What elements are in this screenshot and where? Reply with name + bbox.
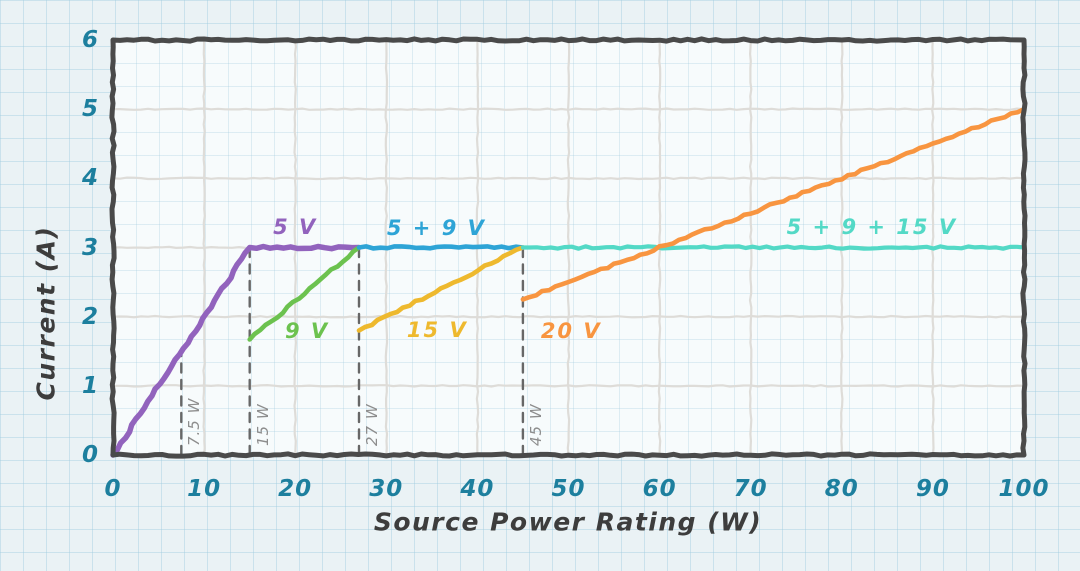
x-axis-title: Source Power Rating (W) [373, 507, 763, 537]
x-tick-label-70: 70 [733, 476, 768, 502]
y-tick-label-0: 0 [81, 442, 98, 468]
x-tick-label-100: 100 [998, 476, 1050, 502]
x-tick-label-30: 30 [369, 476, 404, 502]
series-label-5-9-v: 5 + 9 V [386, 216, 486, 241]
x-tick-label-60: 60 [642, 476, 677, 502]
y-tick-label-2: 2 [81, 303, 98, 330]
plot-svg [109, 36, 1028, 459]
x-tick-label-90: 90 [915, 476, 950, 502]
series-line-20-v [520, 106, 1027, 302]
series-label-5-9-15-v: 5 + 9 + 15 V [786, 214, 958, 239]
y-tick-label-6: 6 [81, 27, 98, 53]
series-label-15-v: 15 V [406, 317, 468, 342]
series-line-5-9-15-v [520, 244, 1027, 251]
plot-frame [109, 36, 1028, 459]
x-tick-label-50: 50 [551, 476, 586, 502]
series-line-9-v [247, 245, 362, 342]
y-tick-label-3: 3 [81, 234, 98, 261]
threshold-label-27-w: 27 W [362, 403, 381, 446]
series-label-20-v: 20 V [540, 319, 602, 344]
series-label-5-v: 5 V [273, 214, 318, 239]
threshold-label-15-w: 15 W [253, 403, 272, 446]
x-tick-label-40: 40 [460, 476, 495, 502]
y-tick-label-5: 5 [81, 96, 98, 123]
grid-line-v-10 [202, 38, 206, 457]
threshold-label-7-5-w: 7.5 W [185, 397, 204, 446]
plot-area [109, 36, 1028, 459]
series-label-9-v: 9 V [284, 318, 330, 343]
y-tick-label-1: 1 [81, 372, 98, 399]
threshold-label-45-w: 45 W [526, 403, 545, 446]
x-tick-label-10: 10 [187, 476, 222, 502]
series-line-5-v [110, 243, 362, 458]
y-tick-label-4: 4 [81, 165, 98, 192]
x-tick-label-0: 0 [104, 476, 122, 502]
series-line-5-9-v [356, 244, 526, 251]
series-line-15-v [356, 245, 526, 333]
x-tick-label-20: 20 [278, 476, 313, 502]
x-tick-label-80: 80 [824, 476, 859, 502]
